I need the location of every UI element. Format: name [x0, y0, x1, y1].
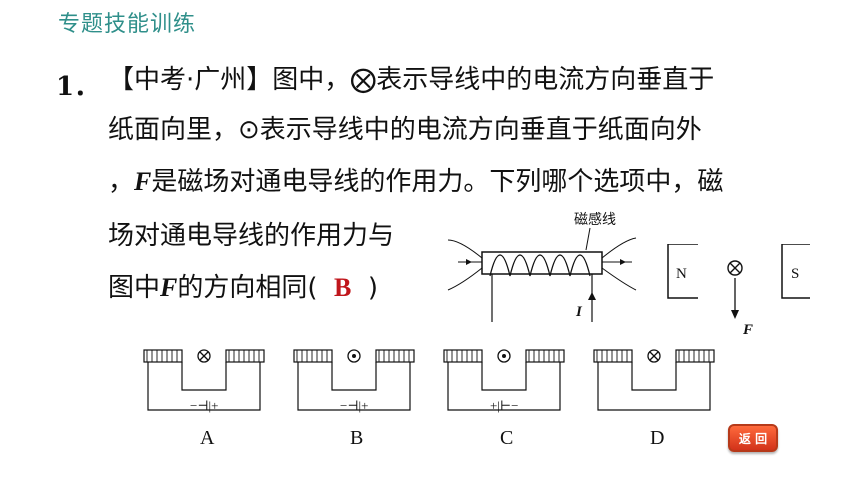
- iron-core: [181, 362, 227, 391]
- field-arrows: [466, 259, 626, 265]
- question-line-1: 【中考·广州】图中，⨂表示导线中的电流方向垂直于: [108, 65, 715, 95]
- circuit-wire: [147, 362, 261, 411]
- battery-symbol: +|⊢−: [490, 398, 518, 413]
- field-lines: [447, 237, 637, 291]
- question-line-4: 场对通电导线的作用力与: [108, 221, 395, 251]
- comma: ，: [108, 167, 135, 197]
- circuit-wire: [447, 362, 561, 411]
- option-b: −⊣|+ B: [293, 349, 415, 449]
- north-pole-label: N: [676, 266, 687, 282]
- question-line-5: 图中F的方向相同( B ): [108, 268, 378, 308]
- magnet-figure: N S F: [667, 244, 810, 338]
- force-arrow-icon: [731, 310, 739, 319]
- solenoid-coil: [489, 254, 591, 277]
- return-button[interactable]: 返 回: [728, 424, 778, 452]
- battery-symbol: −⊣|+: [340, 398, 368, 413]
- option-d: D: [593, 349, 715, 449]
- magnet-coil: [443, 349, 483, 363]
- section-title: 专题技能训练: [58, 12, 197, 37]
- options-figure: −⊣|+ A −⊣|+ B +|⊢− C D: [143, 349, 715, 449]
- option-letter: D: [650, 427, 664, 449]
- current-label: I: [575, 304, 583, 320]
- question-line-5-end: ): [367, 273, 379, 303]
- dot-icon: [352, 354, 356, 358]
- magnet-coil: [525, 349, 565, 363]
- option-letter: A: [200, 427, 215, 449]
- magnet-coil: [675, 349, 715, 363]
- solenoid-figure: 磁感线 I: [447, 211, 637, 322]
- north-pole: [667, 244, 698, 299]
- force-symbol: F: [134, 167, 152, 196]
- iron-core: [631, 362, 677, 391]
- magnet-coil: [225, 349, 265, 363]
- south-pole: [781, 244, 810, 299]
- label-pointer: [585, 227, 591, 251]
- question-line-5-prefix: 图中: [108, 273, 161, 303]
- magnet-coil: [593, 349, 633, 363]
- magnet-coil: [293, 349, 333, 363]
- dot-icon: [502, 354, 506, 358]
- cross-icon: [199, 351, 209, 361]
- field-line-label: 磁感线: [574, 211, 616, 228]
- cross-icon: [649, 351, 659, 361]
- cross-mark-icon: [729, 262, 741, 274]
- option-c: +|⊢− C: [443, 349, 565, 449]
- question-line-3: ，F是磁场对通电导线的作用力。下列哪个选项中，磁: [108, 162, 723, 202]
- circuit-wire: [597, 362, 711, 411]
- force-label: F: [742, 322, 753, 338]
- magnet-coil: [143, 349, 183, 363]
- question-number: 1．: [56, 72, 101, 102]
- solenoid-core: [481, 251, 603, 275]
- magnet-coil: [375, 349, 415, 363]
- question-line-5-mid: 的方向相同(: [177, 273, 318, 303]
- option-a: −⊣|+ A: [143, 349, 265, 449]
- answer-text: B: [334, 273, 352, 302]
- iron-core: [481, 362, 527, 391]
- option-letter: C: [500, 427, 513, 449]
- question-line-2: 纸面向里，⊙表示导线中的电流方向垂直于纸面向外: [108, 115, 702, 145]
- option-letter: B: [350, 427, 363, 449]
- current-arrow: [588, 292, 596, 300]
- circuit-wire: [297, 362, 411, 411]
- wire-cross-icon: [727, 260, 743, 276]
- question-line-3-text: 是磁场对通电导线的作用力。下列哪个选项中，磁: [151, 167, 724, 197]
- force-symbol-2: F: [160, 273, 178, 302]
- battery-symbol: −⊣|+: [190, 398, 218, 413]
- south-pole-label: S: [791, 266, 799, 282]
- iron-core: [331, 362, 377, 391]
